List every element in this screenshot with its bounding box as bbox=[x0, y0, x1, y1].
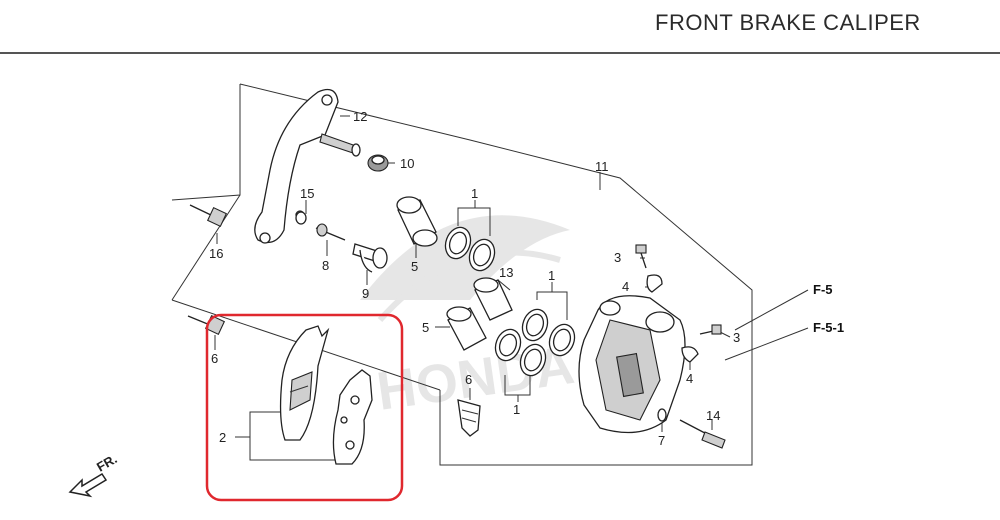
ref-f5: F-5 bbox=[813, 282, 833, 297]
callout-10: 10 bbox=[400, 156, 414, 171]
callout-5-lower: 5 bbox=[422, 320, 429, 335]
front-direction-arrow: FR. bbox=[68, 451, 120, 498]
diagram-title: FRONT BRAKE CALIPER bbox=[655, 10, 921, 35]
callout-3-upper: 3 bbox=[614, 250, 621, 265]
callout-12: 12 bbox=[353, 109, 367, 124]
bleeder-screw-upper bbox=[635, 244, 647, 269]
callout-9: 9 bbox=[362, 286, 369, 301]
pad-pin bbox=[679, 419, 726, 449]
callout-1-lower: 1 bbox=[513, 402, 520, 417]
piston-seals-upper bbox=[444, 226, 496, 272]
bleeder-cap-upper bbox=[646, 274, 663, 293]
pistons-lower bbox=[446, 277, 513, 351]
small-washer bbox=[657, 408, 667, 422]
brake-pad-rear bbox=[332, 369, 373, 465]
mounting-bolt-upper bbox=[189, 204, 228, 228]
callout-7: 7 bbox=[658, 433, 665, 448]
pad-highlight-box bbox=[205, 313, 404, 502]
slide-pin bbox=[352, 243, 388, 273]
callout-1-upper: 1 bbox=[471, 186, 478, 201]
callout-14: 14 bbox=[706, 408, 720, 423]
callout-11: 11 bbox=[595, 159, 609, 174]
callout-15: 15 bbox=[300, 186, 314, 201]
bleeder-screw-side bbox=[699, 324, 722, 335]
callout-13: 13 bbox=[499, 265, 513, 280]
ref-f5-1: F-5-1 bbox=[813, 320, 844, 335]
caliper-bracket bbox=[254, 88, 361, 244]
piston-upper bbox=[396, 196, 438, 247]
brake-pad-front bbox=[279, 325, 330, 441]
bleeder-cap-side bbox=[681, 346, 699, 363]
direction-label: FR. bbox=[94, 451, 120, 474]
small-nut bbox=[295, 211, 307, 225]
callouts: 12 10 15 16 8 9 5 1 11 13 1 5 1 6 6 2 3 … bbox=[209, 109, 844, 448]
callout-3-side: 3 bbox=[733, 330, 740, 345]
caliper-body bbox=[578, 295, 686, 434]
callout-16: 16 bbox=[209, 246, 223, 261]
pad-spring bbox=[457, 399, 481, 437]
callout-2: 2 bbox=[219, 430, 226, 445]
title-rule bbox=[0, 52, 1000, 54]
callout-4-side: 4 bbox=[686, 371, 693, 386]
slide-pin-bolt bbox=[315, 223, 346, 241]
leader-lines bbox=[214, 115, 809, 461]
callout-6-spring: 6 bbox=[465, 372, 472, 387]
pin-boot bbox=[367, 154, 389, 172]
callout-1-lower-right: 1 bbox=[548, 268, 555, 283]
callout-4-upper: 4 bbox=[622, 279, 629, 294]
piston-seals-lower bbox=[494, 308, 576, 377]
callout-8: 8 bbox=[322, 258, 329, 273]
callout-5-upper: 5 bbox=[411, 259, 418, 274]
callout-6-bolt: 6 bbox=[211, 351, 218, 366]
